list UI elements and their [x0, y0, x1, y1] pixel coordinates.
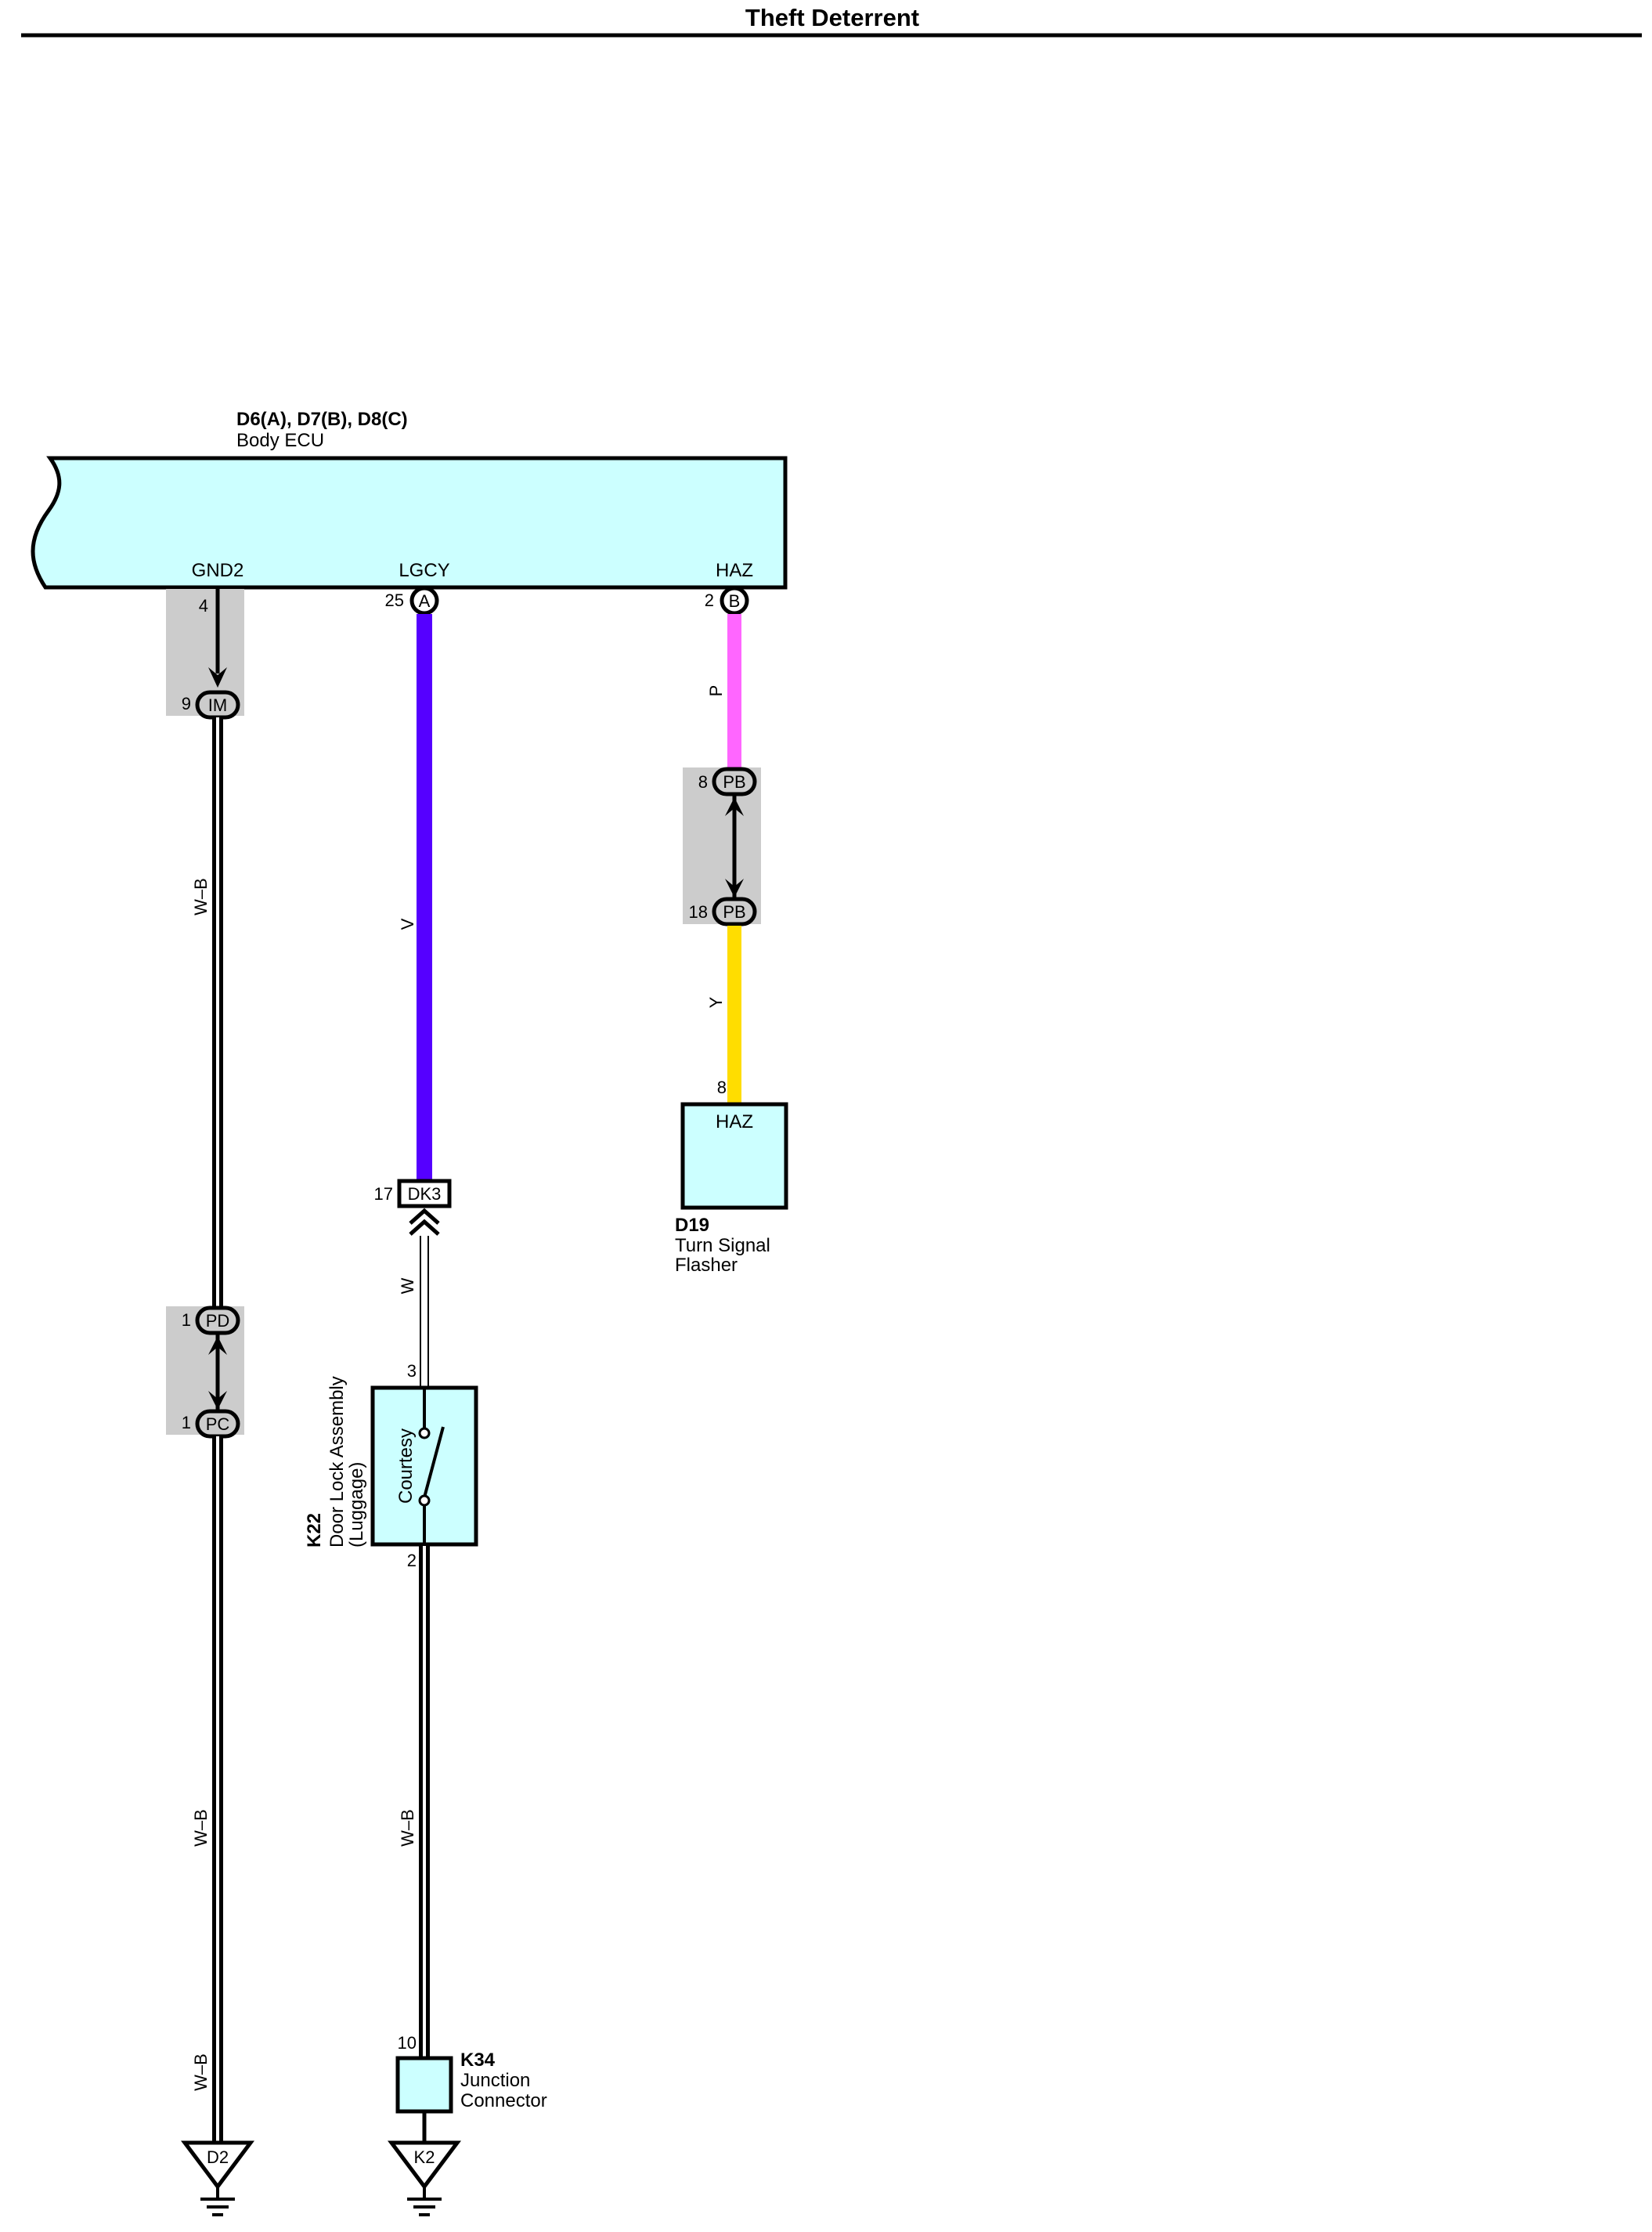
flasher-name-line1: Turn Signal: [675, 1235, 770, 1256]
arrow-pc-down-icon: [208, 1391, 227, 1410]
ground-k2-label: K2: [414, 2147, 435, 2167]
ground-d2-icon: [200, 2187, 235, 2216]
connector-pb-bottom: [712, 897, 757, 926]
junction-connector-box: [395, 2056, 453, 2114]
body-ecu-box: [31, 456, 788, 590]
page-title: Theft Deterrent: [745, 4, 919, 31]
door-lock-name-line1: Door Lock Assembly: [326, 1376, 348, 1548]
connector-a-label: A: [419, 591, 431, 611]
ground-d2-triangle: [181, 2140, 254, 2190]
wire-label-gnd-lower: W–B: [191, 1809, 211, 1847]
pin-flasher: 8: [717, 1078, 727, 1097]
connector-dk3: [397, 1179, 452, 1208]
junction-name-line2: Connector: [460, 2090, 547, 2111]
arrow-pd-up-icon: [208, 1336, 227, 1355]
flasher-code: D19: [675, 1215, 709, 1236]
terminal-haz: HAZ: [716, 560, 753, 581]
ground-k2-icon: [407, 2187, 442, 2216]
wire-label-haz-lower: Y: [706, 996, 726, 1008]
ecu-code: D6(A), D7(B), D8(C): [236, 409, 408, 430]
connector-dk3-chevron-icon: [409, 1208, 440, 1236]
pin-k22-top: 3: [407, 1361, 417, 1381]
courtesy-switch-icon: [418, 1389, 445, 1543]
ecu-name: Body ECU: [236, 430, 324, 451]
connector-b-label: B: [729, 591, 741, 611]
pin-pd: 1: [182, 1310, 191, 1330]
connector-pb-top-label: PB: [723, 772, 745, 792]
wire-label-gnd-bottom: W–B: [191, 2053, 211, 2091]
pin-pb-bottom: 18: [689, 902, 708, 922]
wire-label-gnd-upper: W–B: [191, 878, 211, 916]
pin-im: 9: [182, 694, 191, 713]
junction-name-line1: Junction: [460, 2070, 530, 2091]
wire-label-door-upper: W: [398, 1277, 417, 1294]
terminal-gnd2: GND2: [192, 560, 244, 581]
connector-im-label: IM: [208, 695, 227, 715]
ground-d2-label: D2: [207, 2147, 229, 2167]
arrow-pb-up-icon: [725, 797, 744, 816]
pin-haz: 2: [705, 591, 714, 610]
connector-b-circle: [720, 586, 749, 616]
wire-label-haz-upper: P: [706, 685, 726, 697]
pin-dk3: 17: [374, 1184, 393, 1204]
connector-dk3-label: DK3: [408, 1184, 442, 1204]
door-lock-name-line2: (Luggage): [346, 1462, 367, 1548]
pin-pb-top: 8: [698, 772, 708, 792]
flasher-name-line2: Flasher: [675, 1255, 738, 1276]
connector-pc-label: PC: [206, 1414, 230, 1434]
courtesy-switch-label: Courtesy: [395, 1428, 417, 1504]
door-lock-code: K22: [304, 1513, 325, 1548]
pin-gnd2: 4: [199, 596, 208, 616]
arrow-gnd2-down-icon: [208, 667, 227, 688]
connector-pd-label: PD: [206, 1311, 230, 1331]
junction-code: K34: [460, 2050, 496, 2071]
flasher-terminal-haz: HAZ: [716, 1111, 753, 1132]
pin-pc: 1: [182, 1413, 191, 1432]
connector-a-circle: [409, 586, 439, 616]
pin-k34: 10: [398, 2033, 417, 2053]
arrow-pb-down-icon: [725, 879, 744, 897]
wire-label-door-lower: W–B: [398, 1809, 417, 1847]
terminal-lgcy: LGCY: [399, 560, 449, 581]
connector-pb-top: [712, 767, 757, 796]
pin-k22-bottom: 2: [407, 1551, 417, 1570]
connector-pd: [195, 1306, 240, 1335]
ground-k2-triangle: [388, 2140, 461, 2190]
pin-lgcy: 25: [385, 591, 404, 610]
connector-pb-bottom-label: PB: [723, 902, 745, 922]
wire-label-lgcy: V: [398, 918, 417, 930]
turn-signal-flasher-box: [680, 1102, 788, 1210]
